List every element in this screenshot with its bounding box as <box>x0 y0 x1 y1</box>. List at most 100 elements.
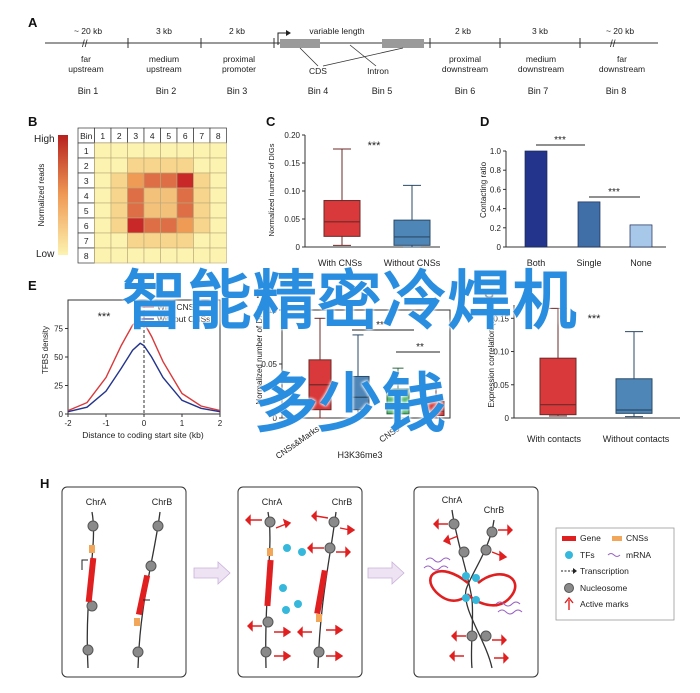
y-tick-label: 0 <box>296 243 301 252</box>
active-mark-arrow <box>297 626 312 638</box>
legend-gene: Gene <box>580 533 601 543</box>
heatmap-cell <box>110 202 128 219</box>
active-mark-arrow <box>274 650 292 662</box>
heatmap-cell <box>110 172 128 189</box>
panel-f-label: F <box>256 286 264 301</box>
y-tick-label: 0.15 <box>284 159 300 168</box>
bin-label: Bin 2 <box>156 86 177 96</box>
colorbar <box>58 135 68 255</box>
heatmap-cell <box>209 202 227 219</box>
bin-label: Bin 1 <box>78 86 99 96</box>
mrna <box>497 609 523 615</box>
heatmap-cell <box>176 202 194 219</box>
active-mark-arrow <box>498 524 513 536</box>
box-body <box>346 375 370 411</box>
nucleosomes <box>260 516 340 658</box>
active-mark-arrow <box>326 624 344 636</box>
heatmap-col-label: 7 <box>199 131 204 141</box>
heatmap-cell <box>209 157 227 174</box>
tf <box>472 574 480 582</box>
active-marks <box>433 518 513 664</box>
box-body <box>615 378 653 414</box>
tf <box>462 594 470 602</box>
x-category-single: Single <box>576 258 601 268</box>
active-mark-arrow <box>336 546 351 558</box>
tf <box>283 544 291 552</box>
x-category-without-contacts: Without contacts <box>603 434 670 444</box>
y-tick-label: 0.10 <box>284 187 300 196</box>
heatmap-cell <box>94 157 112 174</box>
label-line: far <box>81 54 91 64</box>
distance-label: 3 kb <box>156 26 172 36</box>
y-tick-label: 0.4 <box>490 205 502 214</box>
bar <box>524 150 548 248</box>
intron-pointer <box>349 44 377 67</box>
heatmap-cell <box>110 157 128 174</box>
legend-swatch-cnss <box>612 536 622 541</box>
cns-a <box>89 545 95 553</box>
heatmap-row-label: 6 <box>84 221 89 231</box>
box-body <box>386 388 410 415</box>
distance-label: 3 kb <box>532 26 548 36</box>
feature-cds: CDS <box>309 66 327 76</box>
heatmap-cell <box>127 232 145 249</box>
heatmap-cell <box>127 217 145 234</box>
heatmap-cell <box>127 172 145 189</box>
panel-b-label: B <box>28 114 37 129</box>
significance-stars-2: *** <box>608 187 620 198</box>
chromosome-a <box>451 509 474 669</box>
heatmap-row-label: 4 <box>84 191 89 201</box>
y-axis-label: Contacting ratio <box>479 161 488 218</box>
heatmap-cell <box>110 217 128 234</box>
y-tick-label: 0.05 <box>493 381 509 390</box>
panel-a-label: A <box>28 15 38 30</box>
chrb-label: ChrB <box>484 505 505 515</box>
nucleosome <box>260 646 272 658</box>
y-tick-label: 0 <box>273 414 278 423</box>
label-line: medium <box>149 54 179 64</box>
panel-c-label: C <box>266 114 276 129</box>
heatmap-col-label: 4 <box>150 131 155 141</box>
heatmap-cell <box>193 232 211 249</box>
x-tick-label: 1 <box>180 419 185 428</box>
y-tick-label: 50 <box>54 353 63 362</box>
x-category-without-cnss: Without CNSs <box>384 258 441 268</box>
heatmap-cell <box>94 187 112 204</box>
heatmap-cell <box>193 187 211 204</box>
tfs <box>279 544 306 614</box>
heatmap-row-label: 2 <box>84 161 89 171</box>
heatmap-cell <box>193 172 211 189</box>
heatmap-cell <box>94 217 112 234</box>
gene-b <box>135 574 151 616</box>
bin-label: Bin 4 <box>308 86 329 96</box>
panel-g-label: G <box>484 286 494 301</box>
nucleosome <box>448 518 460 530</box>
heatmap-cell <box>176 157 194 174</box>
watermark-line-1: 智能精密冷焊机 <box>122 265 578 339</box>
cns-b <box>316 614 322 622</box>
chart-f: 00.050.10 <box>261 306 451 423</box>
heatmap-cell <box>160 202 178 219</box>
y-tick-label: 0.20 <box>284 131 300 140</box>
tf <box>294 600 302 608</box>
heatmap-col-label: 8 <box>216 131 221 141</box>
tf <box>298 548 306 556</box>
heatmap-cell <box>160 172 178 189</box>
box-body <box>427 400 445 417</box>
tf <box>279 584 287 592</box>
y-axis-label: TFBS density <box>41 326 50 374</box>
heatmap-cell <box>143 142 161 159</box>
distance-label: variable length <box>309 26 365 36</box>
legend-nucleosome: Nucleosome <box>580 583 628 593</box>
nucleosome <box>262 616 274 628</box>
heatmap-cell <box>209 217 227 234</box>
heatmap-cell <box>143 202 161 219</box>
gene-distances: ~ 20 kb 3 kb 2 kb variable length 2 kb 3… <box>74 26 634 36</box>
